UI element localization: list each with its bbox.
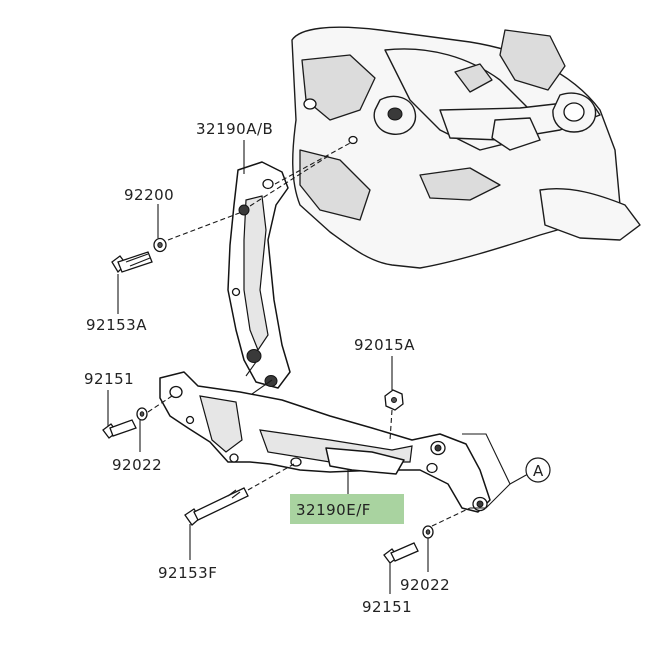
frame-assembly — [291, 26, 641, 269]
label-bracket-upper[interactable]: 32190A/B — [196, 120, 273, 138]
label-bolt-upper[interactable]: 92153A — [86, 316, 147, 334]
label-ref-a[interactable]: A — [533, 462, 544, 480]
washer-92200-part — [153, 237, 167, 253]
bolt-92153A-part — [111, 251, 153, 274]
label-bolt-lower[interactable]: 92153F — [158, 564, 217, 582]
part-labels: 32190A/B 92200 92153A 92151 92022 92153F… — [84, 120, 544, 616]
nut-92015A-part — [384, 389, 404, 411]
reference-circle-a — [525, 457, 551, 483]
label-bracket-lower[interactable]: 32190E/F — [296, 501, 371, 519]
label-washer-right[interactable]: 92022 — [400, 576, 450, 594]
bolt-92153F-part — [184, 487, 249, 526]
label-nut[interactable]: 92015A — [354, 336, 415, 354]
bolt-92151-right-part — [383, 542, 419, 564]
bracket-lower-part — [159, 371, 491, 513]
label-bolt-right[interactable]: 92151 — [362, 598, 412, 616]
label-washer-upper[interactable]: 92200 — [124, 186, 174, 204]
highlight-box — [290, 494, 404, 524]
alignment-lines — [147, 141, 471, 527]
washer-92022-right-part — [422, 525, 434, 539]
leader-lines — [107, 140, 529, 594]
washer-92022-left-part — [136, 407, 148, 421]
bracket-upper-part — [227, 161, 291, 389]
label-washer-left[interactable]: 92022 — [112, 456, 162, 474]
label-bolt-left[interactable]: 92151 — [84, 370, 134, 388]
